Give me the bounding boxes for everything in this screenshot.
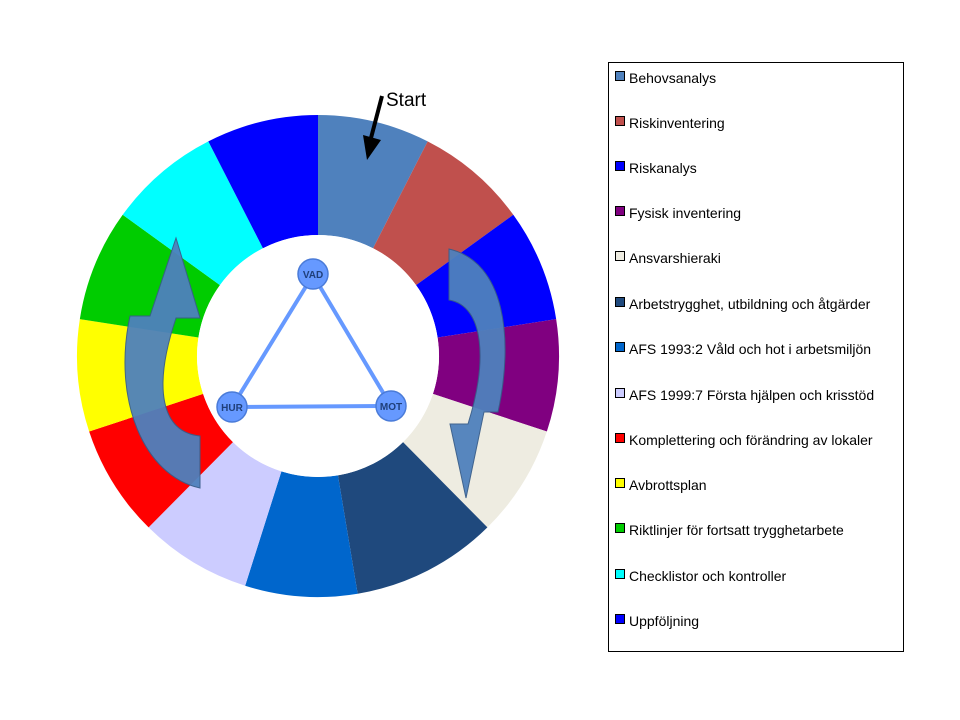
legend-item: Riktlinjer för fortsatt trygghetarbete — [615, 521, 905, 540]
legend-item: Arbetstrygghet, utbildning och åtgärder — [615, 295, 905, 314]
start-arrow-shaft — [369, 95, 384, 139]
legend-item: Komplettering och förändring av lokaler — [615, 431, 905, 450]
legend-item: Riskinventering — [615, 114, 905, 133]
legend-item: Riskanalys — [615, 159, 905, 178]
legend-label: Arbetstrygghet, utbildning och åtgärder — [629, 296, 871, 312]
legend-item: Avbrottsplan — [615, 476, 905, 495]
cycle-triangle: VAD MOT HUR — [216, 258, 407, 423]
legend-label: Uppföljning — [629, 613, 700, 629]
legend-swatch — [615, 433, 625, 443]
donut-segment — [318, 115, 428, 249]
legend-item: Uppföljning — [615, 612, 905, 631]
triangle-edge — [311, 273, 393, 408]
donut-segment — [403, 393, 547, 528]
legend-item: Checklistor och kontroller — [615, 567, 905, 586]
cycle-arrow-left — [124, 236, 201, 489]
node-label-vad: VAD — [303, 270, 323, 281]
legend-label: Fysisk inventering — [629, 205, 742, 221]
legend-item: Behovsanalys — [615, 69, 905, 88]
donut-segment — [373, 141, 514, 286]
legend-swatch — [615, 342, 625, 352]
cycle-arrow-right — [448, 248, 506, 499]
legend-swatch — [615, 614, 625, 624]
legend-item: Fysisk inventering — [615, 204, 905, 223]
triangle-edge — [231, 404, 392, 409]
legend-label: AFS 1993:2 Våld och hot i arbetsmiljön — [629, 341, 872, 357]
legend-label: Riskanalys — [629, 160, 697, 176]
legend-label: AFS 1999:7 Första hjälpen och krisstöd — [629, 387, 875, 403]
node-mot: MOT — [375, 390, 407, 422]
node-circle — [375, 390, 407, 422]
donut-segment — [208, 115, 318, 249]
donut-segment — [337, 442, 488, 594]
start-annotation: Start — [363, 90, 427, 160]
donut-hole — [197, 235, 439, 477]
legend-label: Riskinventering — [629, 115, 725, 131]
triangle-edge — [230, 273, 315, 409]
legend-item: AFS 1993:2 Våld och hot i arbetsmiljön — [615, 340, 905, 359]
start-arrow-head — [363, 135, 381, 160]
node-vad: VAD — [297, 258, 329, 290]
node-circle — [216, 391, 248, 423]
legend-item: Ansvarshieraki — [615, 249, 905, 268]
node-label-mot: MOT — [380, 402, 402, 413]
node-hur: HUR — [216, 391, 248, 423]
node-label-hur: HUR — [221, 403, 243, 414]
legend-swatch — [615, 523, 625, 533]
legend-label: Checklistor och kontroller — [629, 568, 787, 584]
legend-swatch — [615, 388, 625, 398]
start-label: Start — [386, 90, 427, 111]
donut-segment — [148, 442, 282, 586]
legend-swatch — [615, 297, 625, 307]
donut-segment — [122, 141, 263, 286]
legend-swatch — [615, 71, 625, 81]
legend-label: Riktlinjer för fortsatt trygghetarbete — [629, 522, 844, 538]
node-circle — [297, 258, 329, 290]
legend-swatch — [615, 569, 625, 579]
legend-label: Behovsanalys — [629, 70, 717, 86]
donut-segment — [245, 471, 358, 598]
legend-label: Komplettering och förändring av lokaler — [629, 432, 873, 448]
legend-item: AFS 1999:7 Första hjälpen och krisstöd — [615, 386, 905, 405]
legend-swatch — [615, 478, 625, 488]
legend-swatch — [615, 116, 625, 126]
legend-label: Ansvarshieraki — [629, 250, 721, 266]
legend-label: Avbrottsplan — [629, 477, 707, 493]
legend-swatch — [615, 161, 625, 171]
legend-swatch — [615, 206, 625, 216]
legend-swatch — [615, 251, 625, 261]
